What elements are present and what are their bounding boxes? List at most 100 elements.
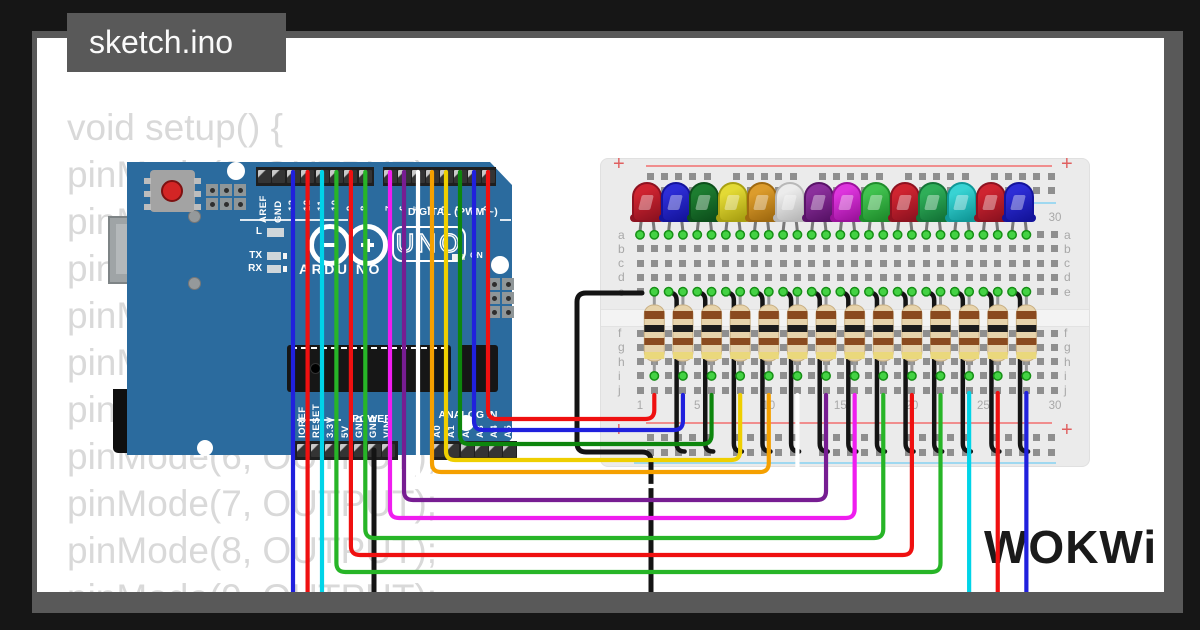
led-bulb [718, 182, 748, 222]
usb-screw [188, 210, 201, 223]
wire-gnd[interactable] [574, 290, 654, 592]
resistor-band [959, 325, 980, 332]
bb-hole [808, 343, 816, 351]
wire-pin8[interactable] [363, 169, 886, 541]
bb-hole [994, 259, 1002, 267]
connection-dot [735, 286, 746, 297]
led-blue[interactable] [1002, 182, 1037, 224]
resistor[interactable] [987, 291, 1009, 378]
resistor-band [787, 325, 808, 332]
bb-row-label: g [1064, 340, 1071, 355]
led-bulb [660, 182, 691, 222]
resistor-band [672, 338, 693, 345]
bb-hole [836, 273, 844, 281]
connection-dot [849, 370, 860, 381]
bb-hole [693, 372, 701, 380]
header-pin[interactable] [431, 444, 445, 457]
resistor[interactable] [758, 291, 780, 378]
bb-col-number: 30 [1048, 212, 1062, 224]
resistor[interactable] [815, 291, 837, 378]
rail-hole [933, 173, 941, 180]
wire-pin2[interactable] [457, 169, 714, 447]
led-blue[interactable] [658, 182, 693, 224]
bb-hole [894, 273, 902, 281]
icsp-pin [209, 187, 215, 193]
resistor[interactable] [1015, 291, 1037, 378]
connection-dot [935, 370, 946, 381]
resistor[interactable] [844, 291, 866, 378]
wire-pin7[interactable] [387, 169, 857, 521]
connection-dot [720, 286, 731, 297]
rail-hole [1019, 434, 1027, 441]
bb-hole [750, 386, 758, 394]
led-orange[interactable] [744, 182, 779, 224]
resistor[interactable] [786, 291, 808, 378]
bb-hole [1008, 386, 1016, 394]
bb-col-number: 30 [1048, 400, 1062, 412]
bb-hole [1037, 259, 1045, 267]
resistor[interactable] [872, 291, 894, 378]
connection-dot [735, 229, 746, 240]
bb-hole [979, 329, 987, 337]
resistor[interactable] [672, 291, 694, 378]
bb-hole [1022, 245, 1030, 253]
header-pin[interactable] [257, 170, 271, 183]
bb-hole [937, 386, 944, 394]
connection-dot [792, 370, 803, 381]
header-pin[interactable] [502, 444, 516, 457]
wire-pin5[interactable] [415, 169, 800, 489]
resistor-band [816, 338, 837, 345]
led-red[interactable] [630, 182, 665, 224]
rail-hole [1019, 173, 1027, 180]
header-pin[interactable] [474, 444, 488, 457]
resistor[interactable] [729, 291, 751, 378]
header-pin[interactable] [324, 444, 338, 457]
bb-hole [894, 358, 902, 366]
bb-hole [851, 386, 859, 394]
rail-hole [703, 173, 711, 180]
connection-dot [921, 286, 932, 297]
bb-hole [865, 358, 873, 366]
wire-pin6[interactable] [401, 169, 829, 503]
header-pin[interactable] [445, 444, 459, 457]
bb-row-label: c [1064, 256, 1070, 271]
bb-hole [779, 358, 787, 366]
bb-hole [836, 372, 844, 380]
bb-hole [836, 245, 844, 253]
led-highlight [781, 195, 798, 210]
header-pin[interactable] [272, 170, 286, 183]
resistor[interactable] [901, 291, 923, 378]
bb-hole [793, 273, 801, 281]
header-pin[interactable] [460, 444, 474, 457]
connection-dot [892, 286, 903, 297]
resistor[interactable] [643, 291, 665, 378]
bb-hole [665, 343, 673, 351]
bb-hole [665, 358, 673, 366]
bb-row-label: a [618, 227, 625, 242]
wire-pin10[interactable] [334, 169, 943, 575]
analog-title: ANALOG IN [438, 409, 498, 421]
resistor-band [672, 325, 693, 332]
wire-pin1[interactable] [471, 169, 686, 433]
file-tab[interactable]: sketch.ino [67, 13, 286, 72]
rail-hole [832, 173, 840, 180]
wire-pin4[interactable] [429, 169, 771, 475]
header-pin[interactable] [488, 444, 502, 457]
rail-hole [918, 173, 926, 180]
rail-hole [1047, 187, 1055, 194]
rail-hole [847, 173, 855, 180]
wire-pin9[interactable] [348, 169, 914, 558]
wire-pin3[interactable] [443, 169, 743, 463]
connection-dot [992, 229, 1003, 240]
resistor[interactable] [701, 291, 723, 378]
resistor[interactable] [958, 291, 980, 378]
led-yellow[interactable] [716, 182, 750, 224]
resistor[interactable] [930, 291, 952, 378]
bb-hole [665, 245, 673, 253]
reset-button[interactable] [161, 180, 183, 202]
resistor-band [644, 338, 665, 345]
wire-pin0[interactable] [485, 169, 657, 422]
icsp-pin [209, 201, 215, 207]
silk-line [500, 219, 511, 221]
led-green2[interactable] [916, 182, 951, 224]
